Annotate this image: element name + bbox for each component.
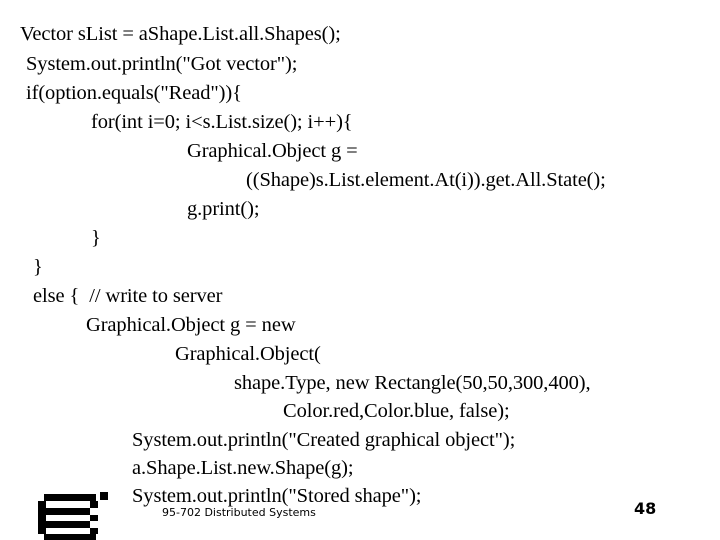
code-line: Graphical.Object g = xyxy=(187,140,358,162)
code-line: for(int i=0; i<s.List.size(); i++){ xyxy=(91,111,353,133)
code-line: Vector sList = aShape.List.all.Shapes(); xyxy=(20,23,341,45)
code-line: System.out.println("Got vector"); xyxy=(26,53,298,75)
code-line: System.out.println("Created graphical ob… xyxy=(132,429,516,451)
code-line: g.print(); xyxy=(187,198,260,220)
code-line: Color.red,Color.blue, false); xyxy=(283,400,510,422)
page-number: 48 xyxy=(634,499,657,518)
footer-course-title: 95-702 Distributed Systems xyxy=(162,506,316,519)
code-line: System.out.println("Stored shape"); xyxy=(132,485,422,507)
code-line: if(option.equals("Read")){ xyxy=(26,82,242,104)
code-line: else { // write to server xyxy=(33,285,223,307)
code-line: Graphical.Object g = new xyxy=(86,314,296,336)
carnegie-mellon-logo xyxy=(36,488,116,540)
code-line: shape.Type, new Rectangle(50,50,300,400)… xyxy=(234,372,591,394)
code-line: a.Shape.List.new.Shape(g); xyxy=(132,457,354,479)
code-line: } xyxy=(91,227,101,249)
code-line: ((Shape)s.List.element.At(i)).get.All.St… xyxy=(246,169,606,191)
code-line: Graphical.Object( xyxy=(175,343,321,365)
code-line: } xyxy=(33,256,43,278)
